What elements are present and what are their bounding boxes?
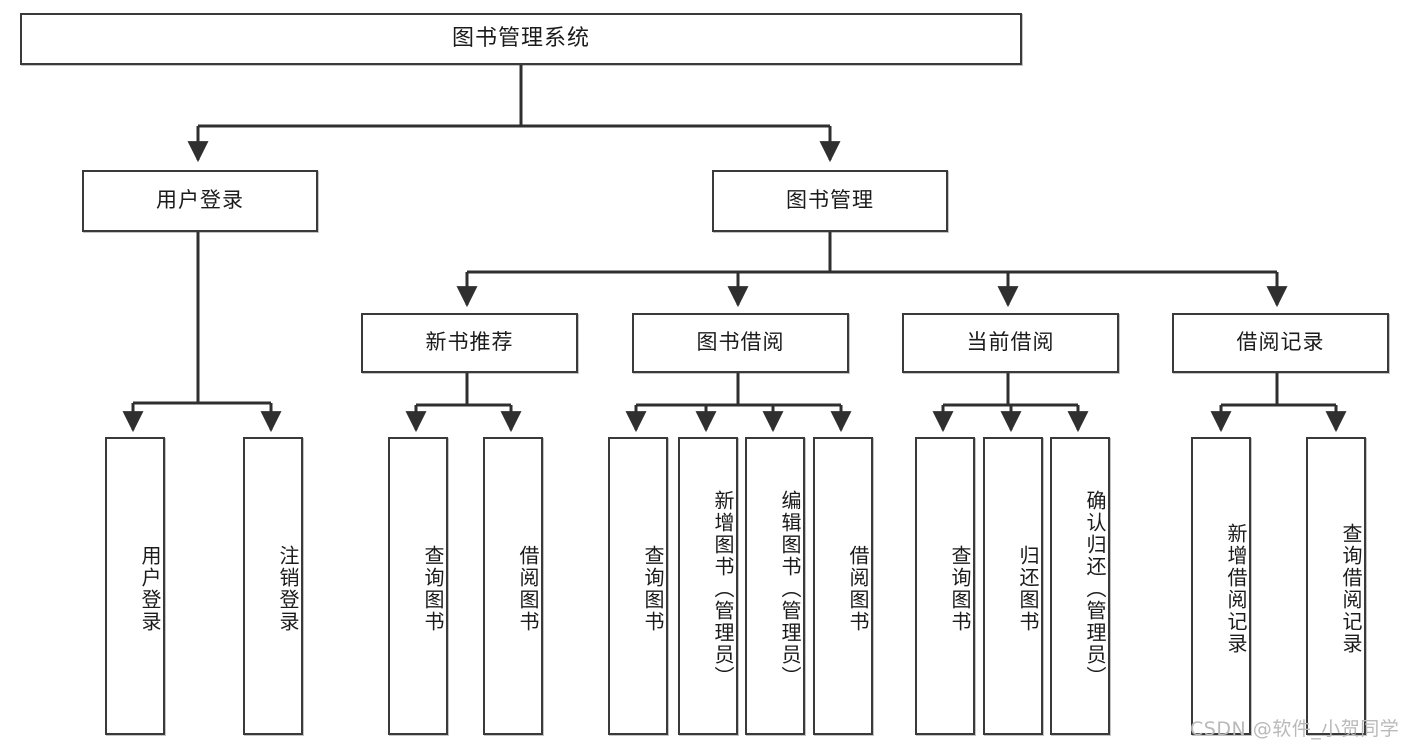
node-root-book-management-system[interactable]: 图书管理系统 [20,13,1022,65]
leaf-edit-book-admin[interactable]: 编辑图书（管理员） [745,437,805,735]
node-new-book-recommend[interactable]: 新书推荐 [361,313,578,373]
leaf-query-borrow-record[interactable]: 查询借阅记录 [1306,437,1366,735]
node-book-borrow[interactable]: 图书借阅 [632,313,849,373]
leaf-label: 查询图书 [948,545,972,633]
leaf-return-book[interactable]: 归还图书 [983,437,1043,735]
leaf-label: 新增借阅记录 [1224,523,1248,655]
node-current-borrow[interactable]: 当前借阅 [902,313,1119,373]
leaf-add-borrow-record[interactable]: 新增借阅记录 [1191,437,1251,735]
leaf-label: 用户登录 [138,545,162,633]
leaf-query-book-current[interactable]: 查询图书 [915,437,975,735]
watermark-text: CSDN @软件_小贺同学 [1190,718,1400,740]
node-borrow-record[interactable]: 借阅记录 [1172,313,1389,373]
leaf-label: 确认归还（管理员） [1083,490,1107,688]
leaf-query-book-recommend[interactable]: 查询图书 [388,437,448,735]
leaf-borrow-book-recommend[interactable]: 借阅图书 [483,437,543,735]
leaf-label: 借阅图书 [846,545,870,633]
leaf-add-book-admin[interactable]: 新增图书（管理员） [678,437,738,735]
leaf-logout-login[interactable]: 注销登录 [243,437,303,735]
leaf-confirm-return-admin[interactable]: 确认归还（管理员） [1050,437,1110,735]
leaf-label: 编辑图书（管理员） [778,490,802,688]
leaf-label: 注销登录 [276,545,300,633]
leaf-label: 查询图书 [421,545,445,633]
leaf-label: 查询图书 [641,545,665,633]
node-user-login[interactable]: 用户登录 [82,170,318,232]
node-book-management[interactable]: 图书管理 [712,170,948,232]
leaf-label: 查询借阅记录 [1339,523,1363,655]
leaf-label: 新增图书（管理员） [711,490,735,688]
leaf-borrow-book-borrow[interactable]: 借阅图书 [813,437,873,735]
leaf-user-login[interactable]: 用户登录 [105,437,165,735]
leaf-label: 借阅图书 [516,545,540,633]
leaf-label: 归还图书 [1016,545,1040,633]
leaf-query-book-borrow[interactable]: 查询图书 [608,437,668,735]
